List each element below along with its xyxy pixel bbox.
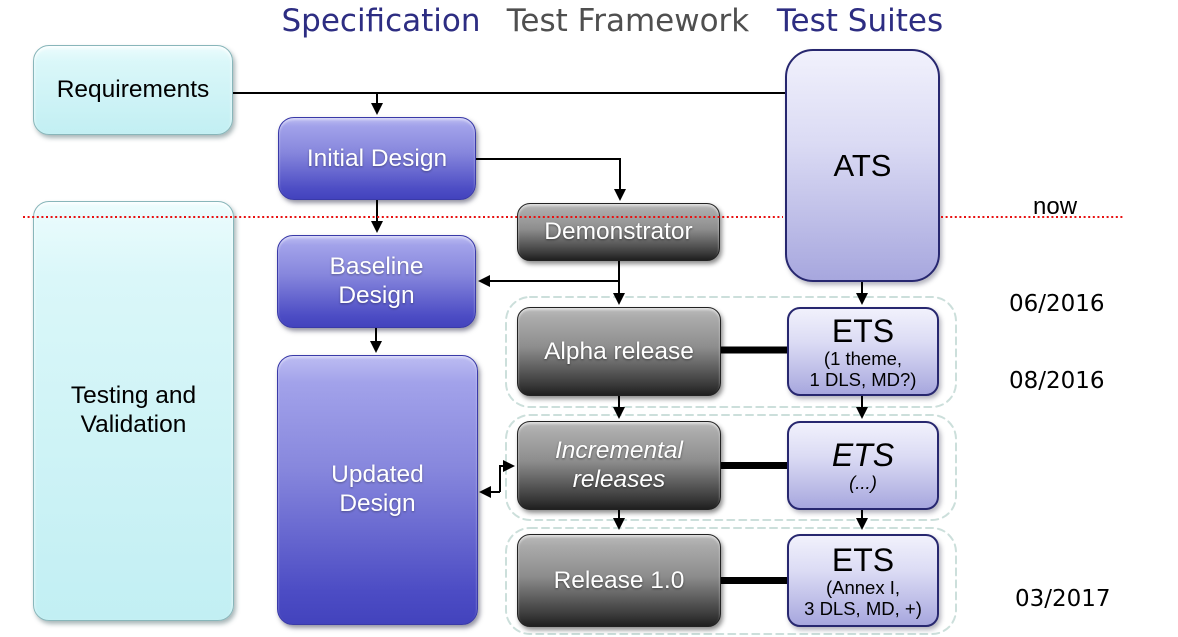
ets-incremental-subtitle: (...) — [849, 472, 877, 493]
release-1-0-box: Release 1.0 — [517, 534, 721, 627]
baseline-design-label: Baseline Design — [329, 252, 424, 309]
ets-alpha-box: ETS (1 theme, 1 DLS, MD?) — [787, 307, 939, 396]
header-test-framework: Test Framework — [506, 3, 750, 39]
requirements-box: Requirements — [33, 45, 233, 135]
ets-release-subtitle: (Annex I, 3 DLS, MD, +) — [804, 576, 922, 619]
header-test-suites: Test Suites — [776, 3, 944, 39]
testing-validation-box: Testing and Validation — [33, 201, 234, 621]
ats-box: ATS — [785, 49, 940, 282]
ets-release-title: ETS — [831, 541, 895, 578]
ats-label: ATS — [833, 147, 892, 183]
now-label: now — [1033, 193, 1078, 220]
release-1-0-label: Release 1.0 — [553, 566, 685, 594]
connector-initial-design-to-demonstrator — [476, 158, 626, 201]
connector-updated-design-to-incremental — [499, 460, 515, 492]
date-03-2017: 03/2017 — [1015, 586, 1111, 612]
incremental-releases-label: Incremental releases — [554, 436, 683, 493]
ets-incremental-box: ETS (...) — [787, 421, 939, 510]
baseline-design-box: Baseline Design — [277, 235, 476, 328]
ets-alpha-title: ETS — [831, 312, 895, 349]
header-specification: Specification — [281, 3, 481, 39]
alpha-release-label: Alpha release — [544, 337, 694, 365]
updated-design-label: Updated Design — [331, 461, 424, 517]
date-06-2016: 06/2016 — [1009, 291, 1105, 317]
initial-design-box: Initial Design — [278, 117, 476, 200]
initial-design-label: Initial Design — [306, 144, 448, 172]
ets-incremental-title: ETS — [831, 437, 895, 473]
requirements-label: Requirements — [56, 76, 210, 103]
testing-validation-label: Testing and Validation — [70, 382, 197, 438]
incremental-releases-box: Incremental releases — [517, 421, 721, 510]
demonstrator-label: Demonstrator — [544, 218, 693, 245]
demonstrator-box: Demonstrator — [517, 203, 720, 261]
date-08-2016: 08/2016 — [1009, 368, 1105, 394]
updated-design-box: Updated Design — [277, 355, 478, 625]
alpha-release-box: Alpha release — [517, 307, 721, 396]
ets-release-box: ETS (Annex I, 3 DLS, MD, +) — [787, 534, 939, 627]
ets-alpha-subtitle: (1 theme, 1 DLS, MD?) — [809, 347, 917, 390]
